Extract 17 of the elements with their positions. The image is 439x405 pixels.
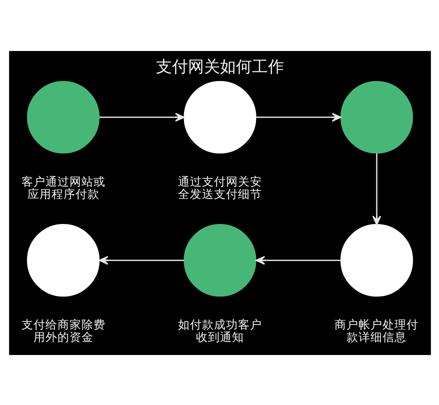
node-circle [26, 80, 100, 154]
node-circle [183, 80, 256, 154]
node-circle [340, 224, 413, 296]
node-circle [183, 224, 256, 296]
arrow [98, 255, 184, 264]
node-label: 如付款成功客户收到通知 [178, 316, 262, 344]
node-label: 支付给商家除费用外的资金 [20, 316, 105, 344]
diagram-title: 支付网关如何工作 [156, 56, 284, 76]
node-label: 商户帐户处理付款详细信息 [334, 316, 418, 344]
arrow [98, 112, 184, 122]
node-circle [340, 80, 413, 154]
node-circle [26, 224, 100, 296]
node-label: 通过支付网关安全发送支付细节 [178, 174, 262, 201]
arrow [255, 255, 340, 264]
arrow [256, 112, 341, 122]
node-label: 客户通过网站或应用程序付款 [20, 174, 105, 201]
arrow [372, 152, 381, 225]
